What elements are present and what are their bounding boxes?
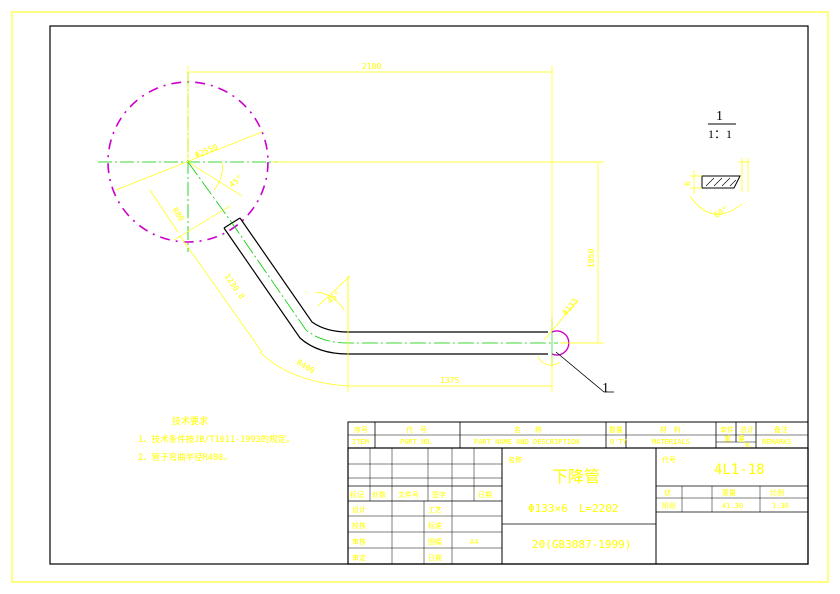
ph-item-cn: 序号 <box>354 425 368 434</box>
dim-angle-up-label: 45° <box>228 173 245 189</box>
ph-partno-cn: 代 号 <box>406 425 427 434</box>
ph-weight-sub: 重 量 <box>724 435 745 443</box>
tech-req-item-1: 1、技术条件按JB/T1611-1993的规定。 <box>138 434 295 445</box>
role-check: 校核 <box>352 521 366 530</box>
section-hatch-1 <box>705 177 715 187</box>
part-material: 20(GB3087-1999) <box>532 538 631 551</box>
tech-req-title: 技术要求 <box>172 415 208 427</box>
dim-diag-line <box>179 235 263 353</box>
dim-angle-low-ray <box>317 275 351 307</box>
stage-label: 阶段 <box>662 501 676 510</box>
dim-r80-leader <box>149 189 179 233</box>
ph-total-cn: 总计 <box>740 425 754 434</box>
status-label: 状 <box>664 488 671 497</box>
part-name: 下降管 <box>552 467 600 486</box>
pipe-drawing: 2100 1050 1375 1230.8 Φ2550 45° R80 45° <box>98 62 614 396</box>
dim-r400-label: R400 <box>295 358 316 376</box>
section-view-scale: 1：1 <box>708 127 732 141</box>
section-hatch-2 <box>713 177 723 187</box>
section-hatch-4 <box>729 179 737 187</box>
pipe-centerline <box>187 161 558 344</box>
ph-mat-en: MATERIALS <box>652 438 690 446</box>
dim-angle-up-arc <box>213 161 223 191</box>
tech-requirements: 技术要求 1、技术条件按JB/T1611-1993的规定。 2、管子弯曲半径R4… <box>138 415 295 463</box>
ph-remarks-en: REMARKS <box>762 438 792 446</box>
part-spec: Φ133×6 L=2202 <box>528 502 618 515</box>
ph-qty-en: Q'TY <box>610 438 628 446</box>
dim-diag-ext-top <box>173 205 231 241</box>
scale-value: 1:30 <box>772 502 789 510</box>
rev-h-2: 处数 <box>372 490 386 499</box>
pipe-outline-inner <box>239 217 548 333</box>
rev-h-5: 日期 <box>478 491 492 499</box>
weight-label: 重量 <box>722 489 736 497</box>
dim-angle-up-ray <box>187 161 243 197</box>
name-label: 名称 <box>508 455 522 464</box>
rev-h-1: 标记 <box>350 490 364 499</box>
section-view-number: 1 <box>716 109 723 124</box>
dim-end-leader <box>543 299 579 341</box>
section-profile <box>701 175 741 189</box>
ph-item-en: ITEM <box>352 438 369 446</box>
section-dim-thick-label: 6 <box>683 181 692 186</box>
section-marker-label: 1 <box>602 381 609 396</box>
dim-end-arc <box>537 355 561 366</box>
ph-qty-cn: 数量 <box>609 425 623 434</box>
dim-diameter-label: Φ2550 <box>193 142 219 159</box>
dim-r80-label: R80 <box>170 206 186 223</box>
dim-r400-arc <box>259 351 349 387</box>
dim-angle-low-arc <box>315 291 345 311</box>
sheet-border-outer <box>11 11 829 583</box>
dim-angle-low-label: 45° <box>326 289 343 305</box>
rev-h-4: 签字 <box>432 490 446 499</box>
role-design: 设计 <box>352 505 366 514</box>
role-format: 图幅 <box>428 537 442 546</box>
section-hatch-3 <box>721 177 731 187</box>
section-angle-arc <box>689 195 743 215</box>
section-angle-label: 60° <box>713 205 730 220</box>
dim-vert-label: 1050 <box>587 249 596 268</box>
ph-mat-cn: 材 料 <box>660 425 681 434</box>
rev-h-3: 文件号 <box>398 490 419 499</box>
role-process: 工艺 <box>428 506 442 514</box>
sheet-border-inner <box>49 25 809 565</box>
drawing-code: 4L1-18 <box>714 462 765 478</box>
title-block: 标记 处数 文件号 签字 日期 设计 校核 审核 审定 工艺 标准 图幅 日期 … <box>347 447 809 565</box>
ph-weight-en: W. <box>745 441 753 449</box>
weight-value: 41.30 <box>722 502 743 510</box>
ph-unit-cn: 单件 <box>720 425 734 434</box>
code-label: 代号 <box>662 455 676 464</box>
scale-label: 比例 <box>770 488 784 497</box>
role-review: 审核 <box>352 537 366 546</box>
role-standard: 标准 <box>428 521 442 530</box>
dim-diameter-leader <box>115 131 263 191</box>
dim-diag-label: 1230.8 <box>222 272 246 301</box>
section-view: 1 1：1 6 60° <box>683 109 750 220</box>
role-approve: 审定 <box>352 553 366 562</box>
ph-remarks-cn: 备注 <box>774 425 788 434</box>
ph-name-en: PART NAME AND DESCRIPTION <box>474 438 579 446</box>
dim-bottom-label: 1375 <box>440 376 459 385</box>
section-leader <box>555 351 605 393</box>
tech-req-item-2: 2、管子弯曲半径R400。 <box>138 452 232 463</box>
pipe-outline-outer <box>223 227 548 355</box>
dim-top-label: 2100 <box>362 62 381 71</box>
sheet-size: A4 <box>470 538 478 546</box>
ph-partno-en: PART NO. <box>400 438 434 446</box>
parts-list-header: 序号 ITEM 代 号 PART NO. 名 称 PART NAME AND D… <box>347 421 809 449</box>
ph-name-cn: 名 称 <box>514 425 542 434</box>
dim-end-label: Φ133 <box>561 297 580 318</box>
role-date: 日期 <box>428 554 442 562</box>
